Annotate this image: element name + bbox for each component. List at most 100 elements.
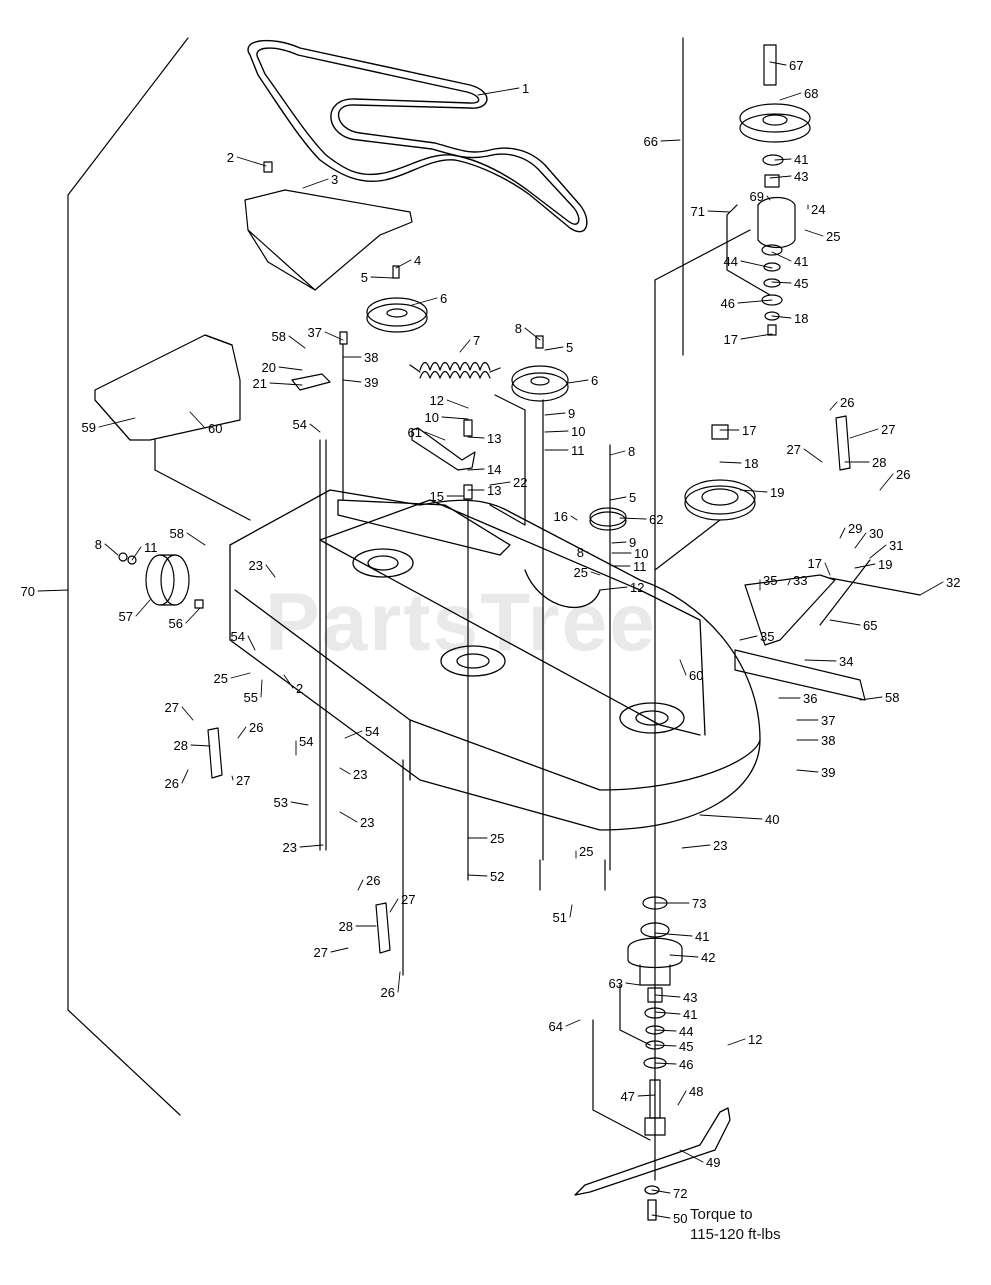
spindle-assembly-part-63: [592, 896, 683, 1141]
part-number-label: 10: [634, 546, 648, 561]
part-number-label: 12: [748, 1032, 762, 1047]
callout-leader: [681, 844, 711, 849]
callout-leader: [625, 982, 641, 986]
callout-leader: [265, 564, 276, 578]
callout-leader: [339, 811, 358, 823]
part-number-label: 64: [549, 1019, 563, 1034]
part-number-label: 35: [760, 629, 774, 644]
part-number-label: 23: [249, 558, 263, 573]
part-number-label: 1: [522, 81, 529, 96]
part-number-label: 58: [885, 690, 899, 705]
part-number-label: 30: [869, 526, 883, 541]
callout-leader: [467, 874, 488, 877]
callout-leader: [231, 775, 234, 781]
callout-leader: [324, 331, 344, 341]
callout-leader: [459, 339, 471, 353]
callout-leader: [771, 251, 792, 262]
part-number-label: 57: [119, 609, 133, 624]
part-number-label: 18: [794, 311, 808, 326]
part-number-label: 61: [408, 425, 422, 440]
part-number-label: 45: [679, 1039, 693, 1054]
callout-leader: [796, 769, 819, 773]
callout-leader: [774, 158, 792, 161]
part-number-label: 37: [308, 325, 322, 340]
callout-leader: [839, 527, 846, 539]
part-number-label: 23: [283, 840, 297, 855]
callout-leader: [397, 971, 401, 993]
callout-leader: [283, 674, 294, 689]
callout-leader: [769, 61, 787, 66]
bracket-part-21: [291, 331, 348, 501]
mower-deck-part-40: [229, 489, 761, 831]
callout-leader: [309, 423, 321, 433]
part-number-label: 28: [872, 455, 886, 470]
part-number-label: 5: [361, 270, 368, 285]
part-number-label: 27: [787, 442, 801, 457]
part-number-label: 9: [568, 406, 575, 421]
callout-leader: [544, 430, 569, 433]
part-number-label: 55: [244, 690, 258, 705]
part-number-label: 25: [214, 671, 228, 686]
part-number-label: 59: [82, 420, 96, 435]
part-number-label: 42: [701, 950, 715, 965]
torque-note: Torque to 115-120 ft-lbs: [690, 1205, 781, 1245]
belt-part-1: [247, 39, 588, 233]
part-number-label: 26: [249, 720, 263, 735]
part-number-label: 11: [571, 443, 585, 458]
hanger-bracket-part-28: [207, 415, 851, 954]
callout-leader: [737, 299, 773, 304]
callout-leader: [854, 563, 876, 569]
assembly-outline-70: [67, 37, 189, 1116]
callout-leader: [707, 210, 731, 213]
part-number-label: 22: [513, 475, 527, 490]
callout-leader: [135, 599, 151, 617]
part-number-label: 6: [591, 373, 598, 388]
part-number-label: 25: [579, 844, 593, 859]
callout-leader: [370, 276, 394, 279]
callout-leader: [919, 581, 944, 596]
part-number-label: 63: [609, 976, 623, 991]
callout-leader: [544, 412, 566, 416]
callout-leader: [849, 428, 879, 439]
part-number-label: 48: [689, 1084, 703, 1099]
idler-pulley-part-6: [366, 265, 428, 333]
callout-leader: [330, 947, 349, 953]
callout-leader: [339, 767, 351, 775]
callout-leader: [637, 1094, 656, 1097]
callout-leader: [879, 473, 894, 491]
part-number-label: 71: [691, 204, 705, 219]
part-number-label: 27: [236, 773, 250, 788]
callout-leader: [660, 139, 681, 142]
callout-leader: [804, 659, 837, 662]
callout-leader: [189, 411, 206, 429]
part-number-label: 8: [628, 444, 635, 459]
callout-leader: [565, 1019, 581, 1027]
callout-leader: [186, 532, 206, 546]
part-number-label: 40: [765, 812, 779, 827]
part-number-label: 27: [314, 945, 328, 960]
callout-leader: [185, 607, 201, 624]
callout-leader: [679, 659, 687, 676]
callout-leader: [395, 259, 412, 269]
part-number-label: 44: [679, 1024, 693, 1039]
part-number-label: 12: [430, 393, 444, 408]
part-number-label: 29: [848, 521, 862, 536]
part-number-label: 34: [839, 654, 853, 669]
callout-leader: [654, 1011, 681, 1015]
part-number-label: 37: [821, 713, 835, 728]
part-number-label: 58: [272, 329, 286, 344]
callout-leader: [654, 1044, 677, 1047]
part-number-label: 4: [414, 253, 421, 268]
callout-leader: [669, 954, 699, 958]
part-number-label: 46: [721, 296, 735, 311]
callout-leader: [424, 431, 446, 441]
callout-leader: [677, 1090, 687, 1106]
part-number-label: 2: [296, 681, 303, 696]
part-number-label: 31: [889, 538, 903, 553]
callout-leader: [104, 543, 119, 556]
callout-leader: [609, 496, 627, 501]
watermark-text: PartsTree: [265, 577, 657, 668]
part-number-label: 46: [679, 1057, 693, 1072]
part-number-label: 69: [750, 189, 764, 204]
callout-leader: [230, 672, 251, 679]
